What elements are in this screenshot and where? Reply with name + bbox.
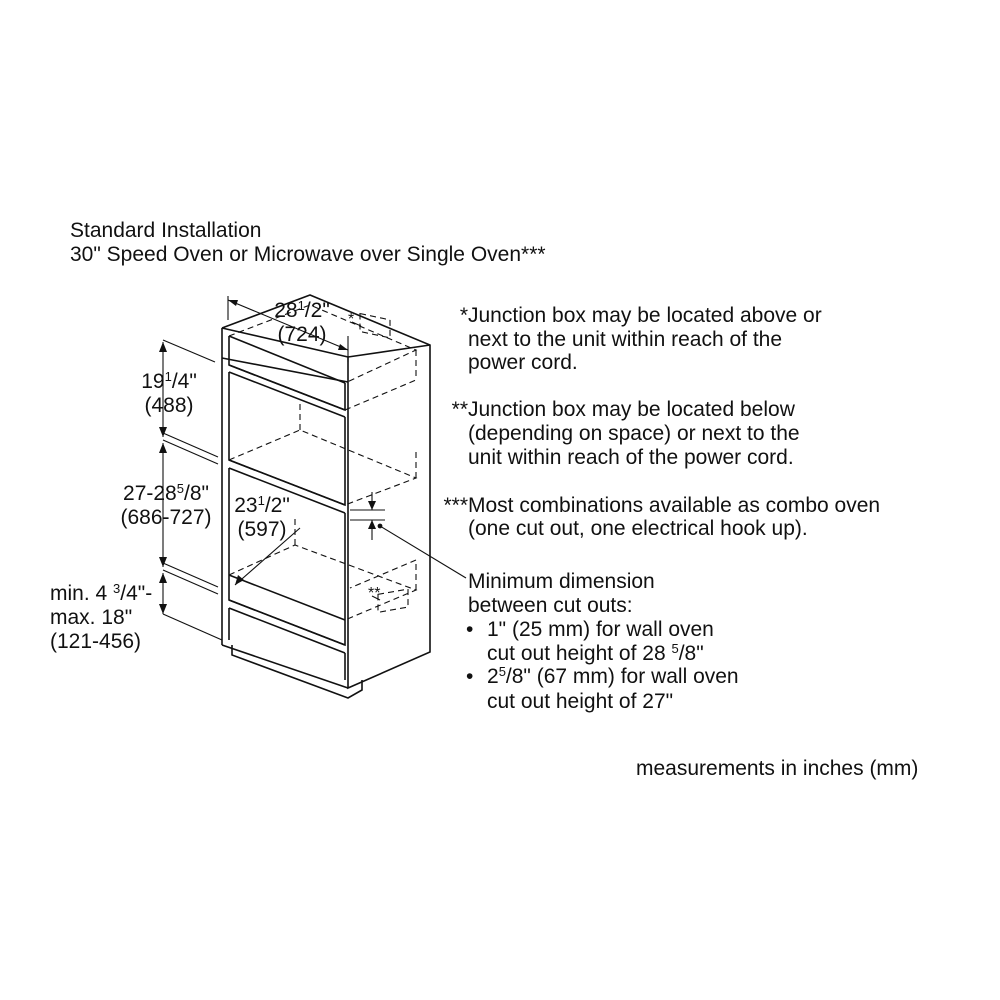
depth-label: 231/2" [234,493,290,517]
bullet-2-line-1: 25/8" (67 mm) for wall oven [487,664,739,688]
depth-mm-label: (597) [237,518,287,541]
top-height-label: 191/4" [141,369,197,393]
note-2-line-2: (depending on space) or next to the [468,422,800,445]
lower-cutout [228,468,418,680]
middle-height-mm-label: (686-727) [120,506,212,529]
junction-marker-double: ** [368,585,381,602]
note-2-line-1: Junction box may be located below [468,398,795,421]
top-height-mm-label: (488) [144,394,194,417]
depth-dimension-lines [234,527,301,586]
width-dimension-lines [227,296,349,362]
bottom-height-max-label: max. 18" [50,606,133,629]
upper-cutout [221,304,418,418]
middle-cutout [228,372,418,514]
note-1-line-1: Junction box may be located above or [468,304,822,327]
junction-box-top [351,312,391,339]
minimum-heading-1: Minimum dimension [468,570,655,593]
note-1-line-2: next to the unit within reach of the [468,328,783,351]
width-label: 281/2" [274,298,330,322]
bullet-1-line-1: 1" (25 mm) for wall oven [487,618,714,641]
bottom-height-mm-label: (121-456) [50,630,142,653]
width-mm-label: (724) [277,323,327,346]
note-2-line-3: unit within reach of the power cord. [468,446,794,469]
note-1-line-3: power cord. [468,351,578,374]
height-dimension-lines [159,339,223,641]
note-3-line-1: Most combinations available as combo ove… [468,494,881,517]
title-line-1: Standard Installation [70,219,262,242]
note-3-line-2: (one cut out, one electrical hook up). [468,517,808,540]
bullet-1-line-2: cut out height of 28 5/8" [487,641,704,665]
title-line-2: 30" Speed Oven or Microwave over Single … [70,243,546,266]
bullet-2-line-2: cut out height of 27" [487,690,674,713]
bullet-2: • [466,665,474,688]
minimum-heading-2: between cut outs: [468,594,633,617]
bottom-height-label: min. 4 3/4"- [50,581,153,605]
middle-height-label: 27-285/8" [123,481,209,505]
measurement-units-note: measurements in inches (mm) [636,757,919,780]
bullet-1: • [466,618,474,641]
junction-box-bottom [371,588,409,613]
note-3-mark: *** [443,494,468,517]
junction-marker-single: * [348,311,355,328]
note-1-mark: * [459,304,468,327]
gap-dimension-lines [350,492,467,579]
note-2-mark: ** [451,398,468,421]
